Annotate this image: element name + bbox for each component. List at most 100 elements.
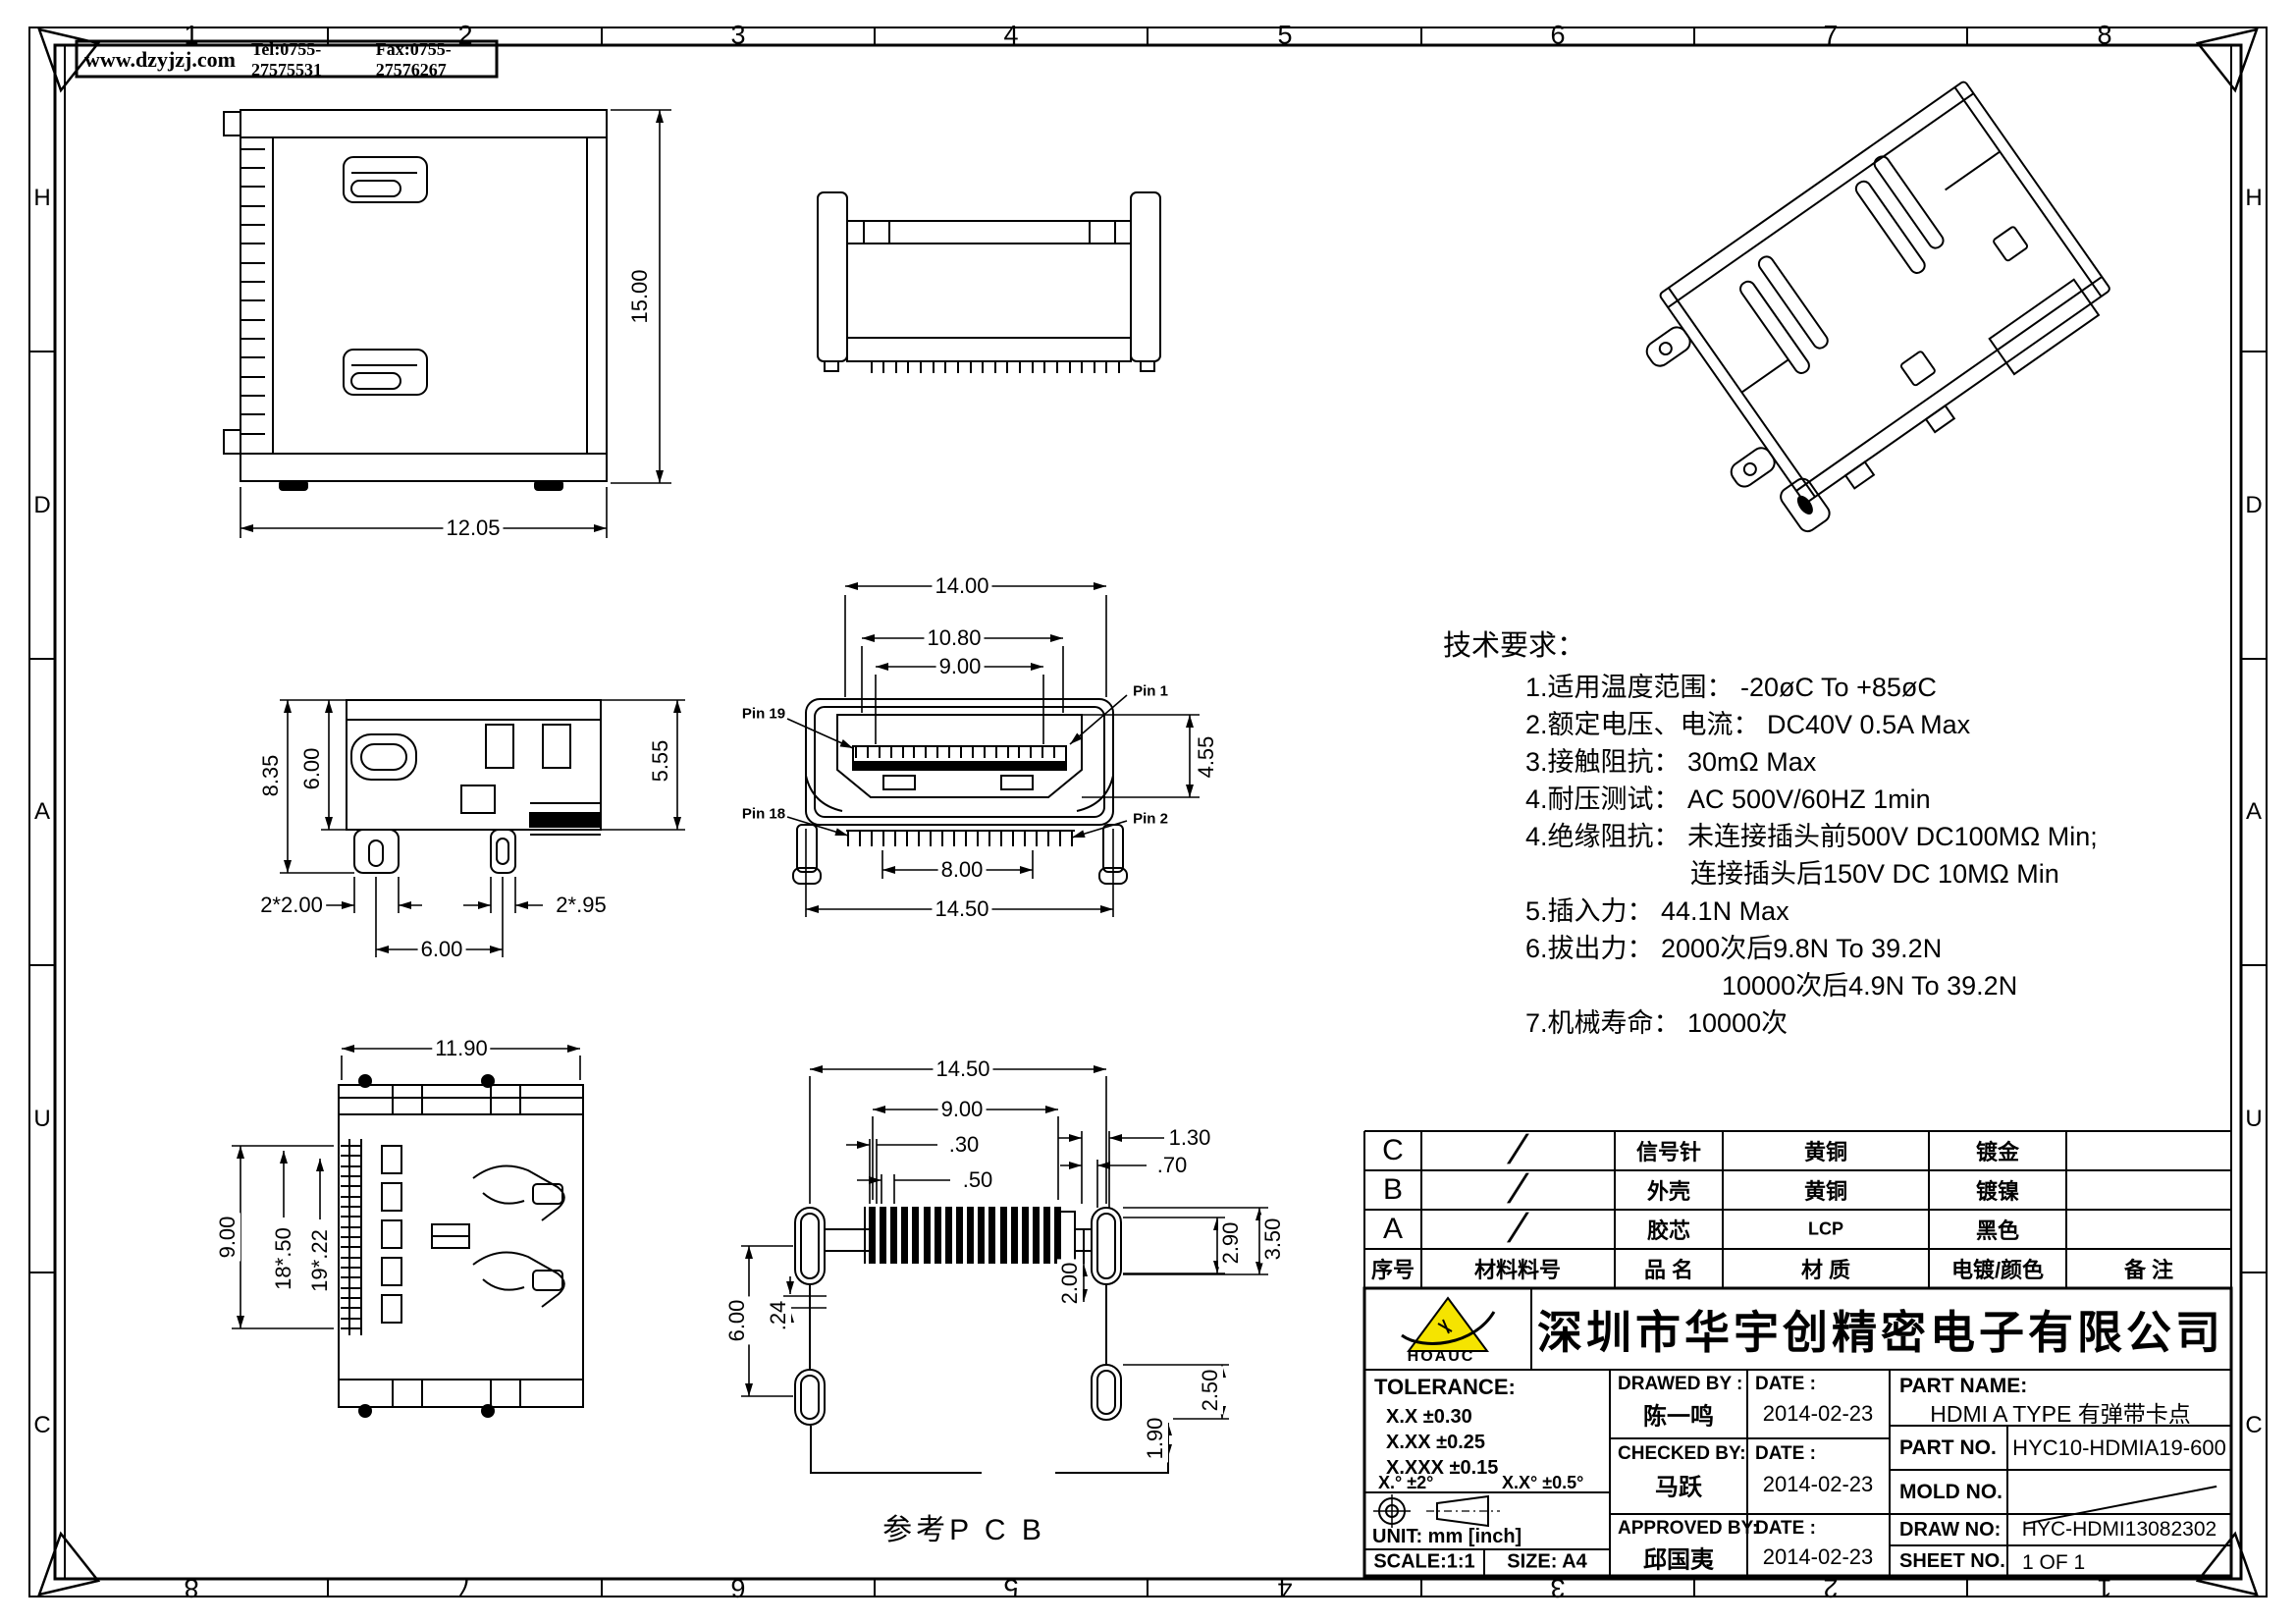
material-row-b-no: B <box>1382 1173 1404 1206</box>
zone-col-bottom-1: 8 <box>184 1573 199 1603</box>
pcb-reference-caption: 参考P C B <box>882 1514 1045 1546</box>
drawed-by-name: 陈一鸣 <box>1643 1403 1714 1431</box>
material-header-remark: 备 注 <box>2123 1258 2174 1282</box>
tech-line-5: 4.绝缘阻抗： 未连接插头前500V DC100MΩ Min; <box>1525 822 2098 851</box>
zone-row-right-3: A <box>2245 798 2263 825</box>
tech-line-7: 5.插入力： 44.1N Max <box>1525 896 1789 926</box>
approved-by-name: 邱国夷 <box>1643 1546 1714 1574</box>
contact-header: www.dzyjzj.com Tel:0755-27575531 Fax:075… <box>84 39 489 80</box>
dim-pcb-pad-height: 2.00 <box>1057 1259 1083 1308</box>
view-face-linework <box>792 698 1128 885</box>
sheet-no-value: 1 OF 1 <box>2022 1551 2086 1574</box>
dim-face-width-outer: 14.00 <box>932 573 992 599</box>
checked-by-label: CHECKED BY: <box>1618 1443 1746 1464</box>
dim-face-width-inner: 9.00 <box>935 654 985 679</box>
approved-date: 2014-02-23 <box>1762 1544 1874 1569</box>
view-pcb-dimlines <box>741 1065 1268 1457</box>
material-row-b-name: 外壳 <box>1646 1179 1691 1204</box>
dim-rear-pin-width: 19*.22 <box>307 1226 333 1295</box>
zone-col-bottom-8: 1 <box>2097 1573 2112 1603</box>
dim-front-height: 15.00 <box>627 266 653 327</box>
dim-rear-pin-pitch: 18*.50 <box>271 1224 296 1293</box>
zone-row-right-5: C <box>2245 1412 2263 1438</box>
tech-line-8: 6.拔出力： 2000次后9.8N To 39.2N <box>1525 934 1943 963</box>
dim-profile-right-height: 5.55 <box>648 736 673 785</box>
material-row-c-plating: 镀金 <box>1975 1140 2020 1164</box>
pin1-label: Pin 1 <box>1133 682 1168 700</box>
part-name-label: PART NAME: <box>1899 1375 2028 1397</box>
zone-row-left-4: U <box>33 1106 51 1132</box>
view-pcb-linework <box>794 1207 1169 1474</box>
part-name-value: HDMI A TYPE 有弹带卡点 <box>1930 1401 2191 1427</box>
tech-line-6: 连接插头后150V DC 10MΩ Min <box>1690 859 2059 889</box>
zone-col-6: 6 <box>1550 20 1566 50</box>
zone-col-4: 4 <box>1003 20 1019 50</box>
tel-text: Tel:0755-27575531 <box>250 39 322 80</box>
zone-row-right-1: H <box>2245 185 2263 211</box>
view-isometric-linework <box>1645 81 2110 533</box>
material-header-material: 材 质 <box>1800 1258 1851 1282</box>
dim-face-opening-height: 4.55 <box>1194 732 1219 782</box>
dim-pcb-190: 1.90 <box>1143 1414 1168 1463</box>
dim-pcb-024: .24 <box>766 1297 791 1334</box>
dim-pcb-total-width: 14.50 <box>933 1056 993 1082</box>
zone-col-bottom-4: 5 <box>1003 1573 1019 1603</box>
tolerance-row-3: X.XXX ±0.15 <box>1386 1457 1499 1479</box>
tech-line-3: 3.接触阻抗： 30mΩ Max <box>1525 747 1817 777</box>
dim-pcb-pad-width: .30 <box>945 1132 983 1158</box>
sheet-no-label: SHEET NO. <box>1899 1550 2005 1572</box>
view-face-dimlines <box>786 582 1200 917</box>
drawed-by-label: DRAWED BY : <box>1618 1374 1743 1394</box>
tolerance-angle-1: X.° ±2° <box>1378 1473 1434 1492</box>
dim-pcb-hole-dim2: .70 <box>1153 1153 1191 1178</box>
mold-no-label: MOLD NO. <box>1899 1481 2002 1503</box>
approved-date-label: DATE : <box>1755 1518 1816 1539</box>
approved-by-label: APPROVED BY: <box>1618 1518 1759 1539</box>
dim-pcb-250: 2.50 <box>1198 1366 1223 1415</box>
material-row-b-plating: 镀镍 <box>1975 1179 2020 1204</box>
unit-label: UNIT: mm [inch] <box>1372 1526 1522 1547</box>
zone-col-bottom-3: 6 <box>730 1573 746 1603</box>
checked-date: 2014-02-23 <box>1762 1472 1874 1496</box>
view-profile-linework <box>346 699 602 874</box>
dim-rear-width: 11.90 <box>432 1036 491 1061</box>
dim-pcb-350: 3.50 <box>1260 1215 1286 1264</box>
zone-col-7: 7 <box>1823 20 1839 50</box>
size-label: SIZE: A4 <box>1507 1550 1587 1573</box>
drawed-date-label: DATE : <box>1755 1374 1816 1394</box>
checked-date-label: DATE : <box>1755 1443 1816 1464</box>
tech-line-10: 7.机械寿命： 10000次 <box>1525 1008 1789 1038</box>
dim-face-total-width: 14.50 <box>932 896 992 922</box>
view-rear-linework <box>338 1074 584 1418</box>
zone-col-8: 8 <box>2097 20 2112 50</box>
tech-requirements-title: 技术要求： <box>1443 630 1586 662</box>
table-grid <box>1362 1130 2233 1578</box>
material-row-c-no: C <box>1382 1134 1404 1166</box>
scale-label: SCALE:1:1 <box>1373 1550 1475 1573</box>
zone-col-5: 5 <box>1277 20 1293 50</box>
dim-pcb-290: 2.90 <box>1218 1218 1244 1268</box>
zone-row-left-1: H <box>33 185 51 211</box>
view-front-linework <box>223 109 608 491</box>
view-front-dimlines <box>240 109 671 538</box>
dim-face-pin-span: 8.00 <box>937 857 987 883</box>
material-row-c-material: 黄铜 <box>1803 1140 1848 1164</box>
dim-front-width: 12.05 <box>443 515 504 541</box>
checked-by-name: 马跃 <box>1655 1474 1702 1501</box>
zone-col-2: 2 <box>457 20 473 50</box>
draw-no-value: HYC-HDMI13082302 <box>2021 1518 2217 1541</box>
dim-profile-leg-pitch: 6.00 <box>417 937 466 962</box>
company-logo <box>1384 1294 1512 1371</box>
tech-line-4: 4.耐压测试： AC 500V/60HZ 1min <box>1525 785 1931 814</box>
tolerance-row-1: X.X ±0.30 <box>1386 1406 1472 1428</box>
pin19-label: Pin 19 <box>741 705 786 723</box>
part-no-value: HYC10-HDMIA19-600 <box>2012 1435 2226 1460</box>
zone-col-bottom-5: 4 <box>1277 1573 1293 1603</box>
website-text: www.dzyjzj.com <box>84 47 236 72</box>
material-header-material-no: 材料料号 <box>1473 1258 1562 1282</box>
part-no-label: PART NO. <box>1899 1436 1997 1459</box>
tech-line-2: 2.额定电压、电流： DC40V 0.5A Max <box>1525 710 1971 739</box>
tech-line-1: 1.适用温度范围： -20øC To +85øC <box>1525 673 1937 702</box>
zone-row-left-5: C <box>33 1412 51 1438</box>
